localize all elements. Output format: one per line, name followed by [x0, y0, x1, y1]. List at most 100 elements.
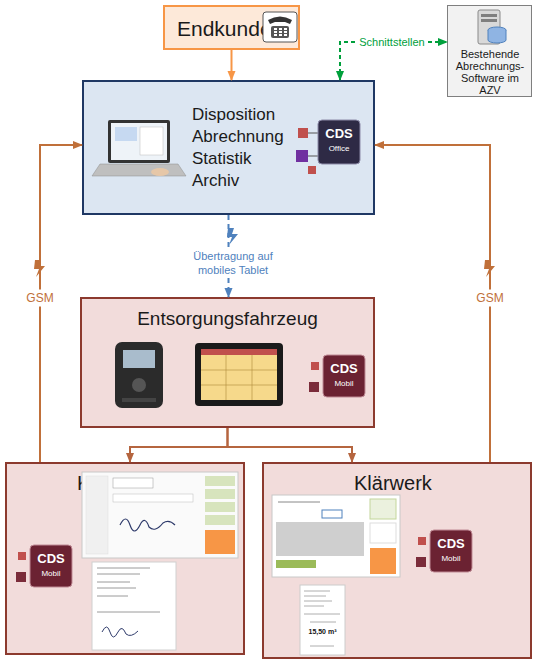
server-case: [478, 10, 500, 44]
logo-wire: [304, 133, 318, 134]
system-box: Bestehende Abrechnungs-Software im AZV: [447, 5, 532, 97]
gsm-link: [375, 145, 490, 462]
screenshot-button: [205, 515, 235, 525]
logo-square: [298, 128, 308, 138]
phone-handset: [268, 17, 292, 25]
lightning-symbol: [484, 260, 495, 277]
database-disk: [488, 27, 506, 33]
logo-plate: [430, 530, 472, 572]
screenshot-text-line: [278, 502, 320, 503]
cds-mobil-logo: [309, 355, 365, 397]
screen-window: [115, 127, 137, 141]
transfer-arrow: [228, 215, 230, 297]
logo-square: [16, 572, 26, 582]
order-arrow: [231, 50, 233, 80]
receipt: [92, 562, 176, 650]
lightning-symbol: [227, 228, 238, 245]
signature: [120, 519, 175, 531]
receipt-lines: [304, 591, 340, 646]
logo-square: [296, 150, 308, 162]
printer-body: [115, 342, 163, 408]
screenshot-button: [205, 502, 235, 512]
laptop-screen: [108, 120, 170, 163]
cds-office-logo: [296, 120, 360, 174]
screenshot-button: [205, 530, 235, 554]
screen-grid: [201, 355, 277, 400]
tablet-picture: [195, 343, 283, 406]
signature: [102, 627, 138, 637]
phone-body: [271, 26, 289, 38]
node-label: Klärwerk: [354, 471, 432, 495]
cds-mobil-logo: [416, 530, 472, 572]
screenshot-field: [113, 494, 193, 502]
logo-square: [308, 166, 316, 174]
printer-picture: [115, 342, 163, 408]
edge-label: Schnittstellen: [356, 34, 427, 50]
screenshot-button: [370, 548, 396, 574]
screenshot-field: [113, 478, 153, 488]
tablet-screenshot: [82, 472, 238, 650]
phone-frame: [263, 12, 297, 42]
gsm-link: [40, 145, 82, 462]
client-box: Kunde: [5, 462, 245, 655]
node-label: Entsorgungsfahrzeug: [82, 307, 373, 330]
laptop-picture: [92, 120, 186, 176]
receipt: [300, 585, 345, 655]
interface-link: [340, 42, 447, 80]
server-icon: [478, 10, 506, 44]
tablet-frame: [195, 343, 283, 406]
screenshot-button: [370, 499, 396, 519]
screenshot-field: [322, 510, 342, 518]
screen-window: [140, 127, 163, 155]
office-box: Disposition Abrechnung Statistik Archiv: [82, 80, 375, 215]
screen-bar: [201, 349, 277, 355]
laptop-base: [92, 164, 186, 176]
plant-box: Klärwerk: [262, 462, 532, 659]
database-body: [488, 30, 506, 43]
lightning-symbol: [34, 260, 45, 277]
logo-square: [18, 552, 26, 560]
node-label: Disposition Abrechnung Statistik Archiv: [192, 104, 284, 192]
printer-slot: [122, 398, 156, 402]
flow-arrow: [228, 428, 353, 462]
node-label: Endkunde: [177, 17, 272, 41]
logo-plate: [323, 355, 365, 397]
node-label: Bestehende Abrechnungs-Software im AZV: [451, 48, 529, 96]
screenshot-field: [276, 560, 316, 568]
screenshot-panel: [86, 476, 108, 554]
edge-label: GSM: [473, 290, 506, 307]
printer-display: [123, 350, 155, 368]
phone-keys: [274, 28, 287, 36]
screenshot-button: [205, 476, 235, 486]
server-slot: [481, 19, 497, 22]
phone-icon: [263, 12, 297, 42]
flow-arrow: [130, 428, 228, 462]
customer-box: Endkunde: [163, 5, 300, 50]
screenshot-button: [205, 489, 235, 499]
screenshot-panel: [276, 522, 364, 556]
logo-square: [309, 382, 319, 392]
weighing-screenshot: [272, 495, 400, 655]
logo-square: [418, 537, 426, 545]
tablet-screen: [201, 349, 277, 400]
screenshot-frame: [82, 472, 238, 558]
edge-label: GSM: [23, 290, 56, 307]
cds-mobil-logo: [16, 545, 72, 587]
screenshot-button: [370, 523, 396, 543]
logo-square: [416, 557, 426, 567]
logo-plate: [30, 545, 72, 587]
receipt-lines: [97, 568, 160, 612]
screenshot-frame: [272, 495, 400, 577]
edge-label: Übertragung auf mobiles Tablet: [182, 248, 284, 278]
node-label: Kunde: [77, 471, 135, 495]
logo-square: [311, 362, 319, 370]
logo-plate: [318, 120, 360, 164]
laptop-display: [111, 123, 167, 160]
logo-wire: [303, 156, 318, 157]
hand: [151, 168, 169, 176]
printer-button: [132, 378, 146, 392]
server-slot: [481, 14, 497, 17]
vehicle-box: Entsorgungsfahrzeug: [80, 297, 375, 428]
